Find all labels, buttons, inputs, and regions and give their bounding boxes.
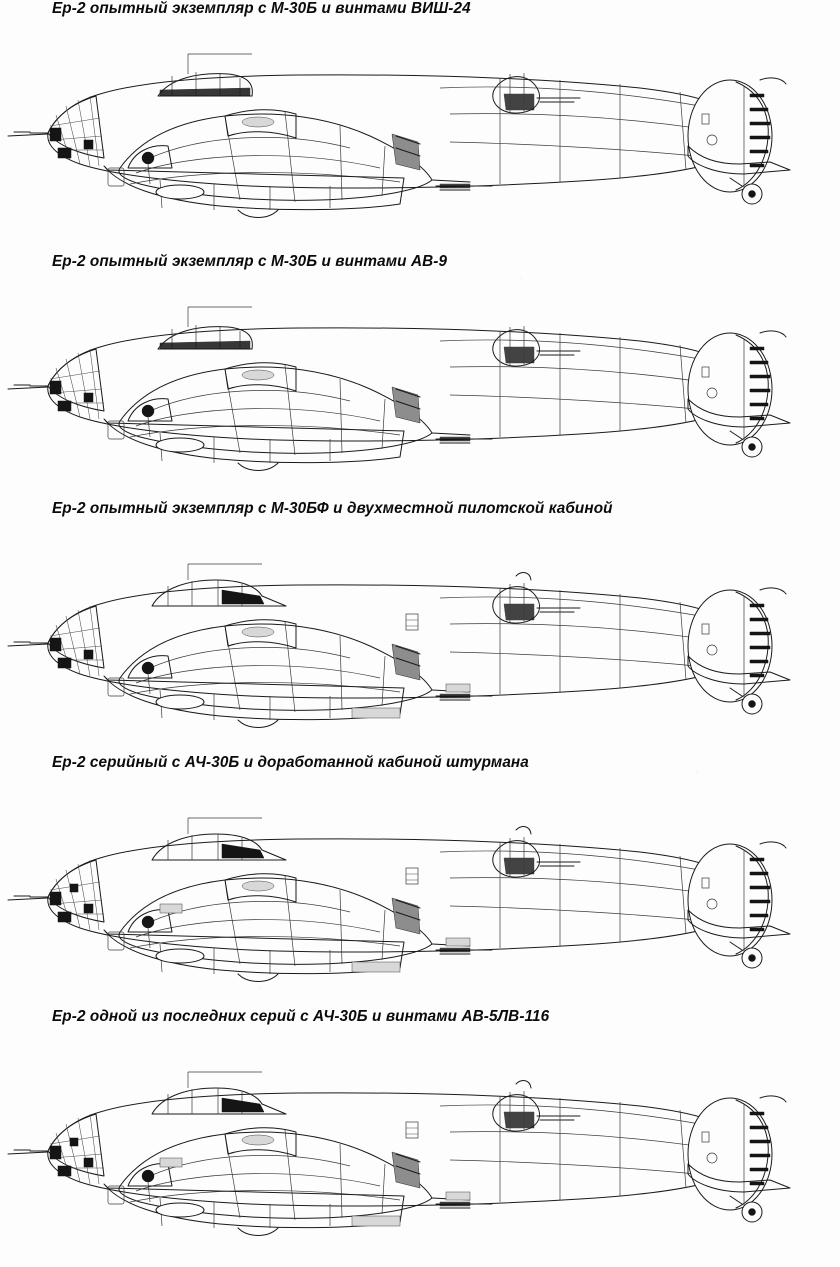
aircraft-drawing-3 bbox=[0, 518, 840, 728]
yer2-profile-1 bbox=[7, 53, 791, 218]
figure-block-1: Ер-2 опытный экземпляр с М-30Б и винтами… bbox=[0, 0, 840, 218]
figure-caption-2: Ер-2 опытный экземпляр с М-30Б и винтами… bbox=[52, 253, 448, 270]
figure-block-3: Ер-2 опытный экземпляр с М-30БФ и двухме… bbox=[0, 500, 840, 728]
yer2-profile-5 bbox=[7, 1071, 791, 1236]
aircraft-drawing-4 bbox=[0, 772, 840, 982]
aircraft-drawing-5 bbox=[0, 1026, 840, 1236]
aircraft-drawing-2 bbox=[0, 271, 840, 471]
figure-caption-3: Ер-2 опытный экземпляр с М-30БФ и двухме… bbox=[52, 500, 613, 517]
figure-caption-5: Ер-2 одной из последних серий с АЧ-30Б и… bbox=[52, 1008, 550, 1025]
figure-block-5: Ер-2 одной из последних серий с АЧ-30Б и… bbox=[0, 1008, 840, 1236]
figure-block-4: Ер-2 серийный с АЧ-30Б и доработанной ка… bbox=[0, 754, 840, 982]
figure-block-2: Ер-2 опытный экземпляр с М-30Б и винтами… bbox=[0, 253, 840, 471]
yer2-profile-3 bbox=[7, 563, 791, 728]
aircraft-drawing-1 bbox=[0, 18, 840, 218]
figure-caption-1: Ер-2 опытный экземпляр с М-30Б и винтами… bbox=[52, 0, 471, 17]
figure-caption-4: Ер-2 серийный с АЧ-30Б и доработанной ка… bbox=[52, 754, 529, 771]
yer2-profile-2 bbox=[7, 306, 791, 471]
yer2-profile-4 bbox=[7, 817, 791, 982]
